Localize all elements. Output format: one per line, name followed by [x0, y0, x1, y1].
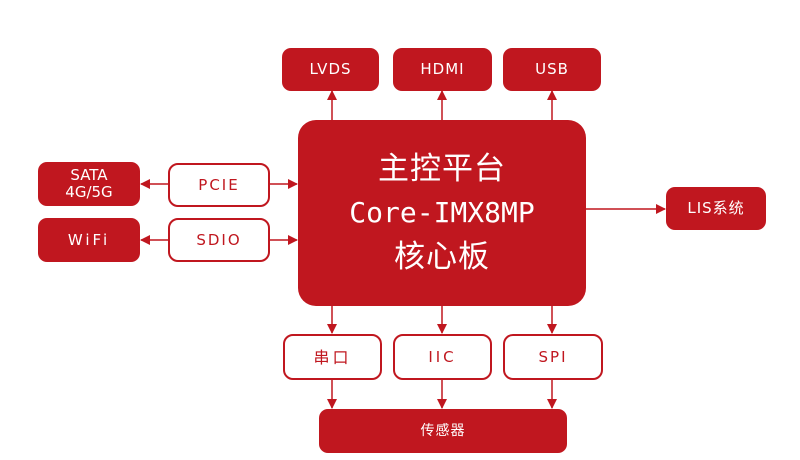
lvds-block: LVDS	[282, 48, 379, 91]
lvds-label: LVDS	[309, 60, 352, 78]
pcie-block: PCIE	[168, 163, 270, 207]
iic-block: IIC	[393, 334, 492, 380]
sdio-label: SDIO	[196, 230, 242, 249]
iic-label: IIC	[428, 347, 457, 366]
spi-block: SPI	[503, 334, 603, 380]
main-controller-block: 主控平台 Core-IMX8MP 核心板	[298, 120, 586, 306]
sata-4g5g-block: SATA 4G/5G	[38, 162, 140, 206]
hdmi-label: HDMI	[420, 60, 465, 78]
uart-label: 串口	[313, 347, 352, 367]
main-title-board: 核心板	[394, 239, 490, 275]
hdmi-block: HDMI	[393, 48, 492, 91]
sdio-block: SDIO	[168, 218, 270, 262]
wifi-block: WiFi	[38, 218, 140, 262]
sensor-block: 传感器	[319, 409, 567, 453]
main-title-cn: 主控平台	[378, 151, 506, 187]
wifi-label: WiFi	[67, 230, 111, 249]
sensor-label: 传感器	[420, 422, 466, 439]
spi-label: SPI	[538, 347, 568, 366]
usb-label: USB	[535, 60, 569, 78]
lis-system-label: LIS系统	[687, 199, 745, 217]
main-title-model: Core-IMX8MP	[349, 196, 535, 229]
lis-system-block: LIS系统	[666, 187, 766, 230]
usb-block: USB	[503, 48, 601, 91]
pcie-label: PCIE	[198, 175, 240, 194]
uart-block: 串口	[283, 334, 382, 380]
sata-4g5g-label: SATA 4G/5G	[65, 166, 113, 201]
